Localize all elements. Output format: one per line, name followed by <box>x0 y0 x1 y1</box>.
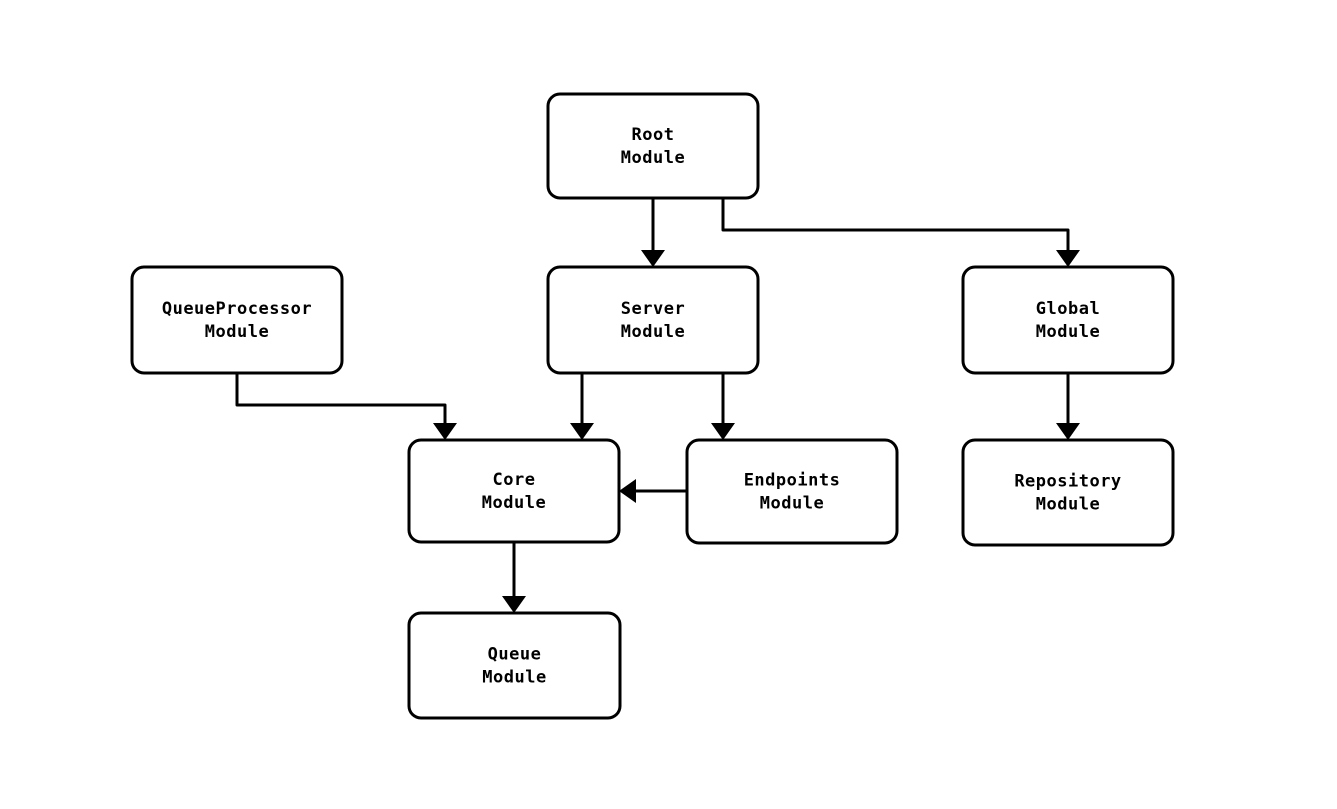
node-box[interactable] <box>407 611 622 720</box>
node-label-line1: Queue <box>488 645 542 665</box>
edge-line <box>721 198 1070 252</box>
edge-global-to-repository <box>1056 373 1080 440</box>
node-label-line1: Core <box>493 470 536 490</box>
node-label-line2: Module <box>621 148 685 168</box>
edge-server-to-core <box>570 373 594 440</box>
edge-line <box>235 373 447 425</box>
edge-root-to-global <box>721 198 1080 267</box>
edges-layer <box>235 198 1080 613</box>
edge-endpoints-to-core <box>619 479 687 503</box>
node-box[interactable] <box>546 265 760 375</box>
nodes-layer: RootModuleQueueProcessorModuleServerModu… <box>130 92 1175 720</box>
node-box[interactable] <box>961 265 1175 375</box>
node-box[interactable] <box>130 265 344 375</box>
node-label-line1: Server <box>621 299 685 319</box>
node-label-line2: Module <box>760 494 824 514</box>
edge-arrowhead <box>711 423 735 440</box>
node-label-line1: Endpoints <box>744 471 841 491</box>
edge-arrowhead <box>641 250 665 267</box>
edge-arrowhead <box>619 479 636 503</box>
node-label-line2: Module <box>482 493 546 513</box>
edge-core-to-queue <box>502 542 526 613</box>
node-label-line2: Module <box>621 322 685 342</box>
edge-root-to-server <box>641 198 665 267</box>
node-label-line1: QueueProcessor <box>162 299 312 319</box>
edge-arrowhead <box>1056 250 1080 267</box>
edge-queueprocessor-to-core <box>235 373 457 440</box>
node-box[interactable] <box>407 438 621 544</box>
node-box[interactable] <box>961 438 1175 547</box>
edge-arrowhead <box>570 423 594 440</box>
node-box[interactable] <box>685 438 899 545</box>
node-box[interactable] <box>546 92 760 200</box>
node-label-line2: Module <box>1036 322 1100 342</box>
node-label-line1: Repository <box>1014 472 1121 492</box>
node-label-line1: Root <box>632 125 675 145</box>
node-label-line2: Module <box>482 668 546 688</box>
edge-arrowhead <box>502 596 526 613</box>
edge-arrowhead <box>433 423 457 440</box>
edge-arrowhead <box>1056 423 1080 440</box>
edge-server-to-endpoints <box>711 373 735 440</box>
node-label-line2: Module <box>205 322 269 342</box>
node-label-line1: Global <box>1036 299 1100 319</box>
node-label-line2: Module <box>1036 495 1100 515</box>
